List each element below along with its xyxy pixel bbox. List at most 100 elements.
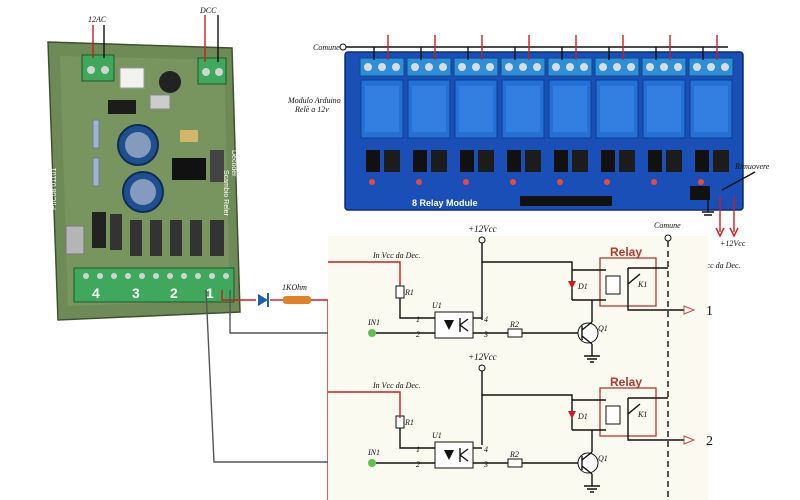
relay-optocoupler [572, 150, 588, 172]
terminal-screw [552, 63, 560, 71]
relay-optocoupler [478, 150, 494, 172]
ground-icon [584, 474, 600, 493]
r1-wire [399, 298, 435, 319]
terminal-number-4: 4 [92, 285, 100, 301]
board-side-note2: Scambio Reler [222, 170, 229, 217]
relay-led [510, 179, 516, 185]
relay-module-title: 8 Relay Module [412, 198, 478, 208]
relay-coil [605, 275, 621, 295]
label-dcc: DCC [199, 6, 217, 15]
terminal-screw [533, 63, 541, 71]
label-vcc-mid: +12Vcc [468, 352, 497, 362]
label-1kohm: 1KOhm [282, 283, 307, 292]
output-label: 2 [706, 434, 713, 449]
terminal-screw [411, 63, 419, 71]
relay-driver [413, 150, 427, 172]
terminal-screw [458, 63, 466, 71]
terminal-screw [425, 63, 433, 71]
terminal-screw [472, 63, 480, 71]
label-pin4: 4 [484, 315, 488, 324]
terminal-screw [646, 63, 654, 71]
ground-icon [584, 344, 600, 363]
relay-block-face [647, 86, 681, 132]
relay-optocoupler [525, 150, 541, 172]
label-d1: D1 [577, 282, 588, 291]
label-r1: R1 [404, 418, 414, 427]
resistor-r2 [507, 328, 523, 338]
label-pin3: 3 [483, 460, 488, 469]
label-pin3: 3 [483, 330, 488, 339]
relay-led [698, 179, 704, 185]
label-k1: K1 [637, 280, 647, 289]
relay-block-face [459, 86, 493, 132]
label-pin2: 2 [416, 460, 420, 469]
relay-block-face [506, 86, 540, 132]
relay-block-face [412, 86, 446, 132]
terminal-screw [627, 63, 635, 71]
board-side-code: PIIC08 01101 [51, 168, 58, 210]
relay-contact [627, 268, 641, 300]
relay-coil [605, 405, 621, 425]
transistor-q1-icon [581, 321, 593, 345]
label-in-vcc: In Vcc da Dec. [372, 251, 421, 260]
relay-contact [627, 398, 641, 430]
label-in1: IN1 [367, 448, 380, 457]
opto-led-icon [444, 450, 454, 460]
label-module-desc2: Relè a 12v [294, 105, 329, 114]
relay-driver [648, 150, 662, 172]
terminal-screw [660, 63, 668, 71]
relay-led [463, 179, 469, 185]
relay-led [416, 179, 422, 185]
relay-driver [366, 150, 380, 172]
terminal-screw [580, 63, 588, 71]
relay-led [604, 179, 610, 185]
label-module-desc1: Modulo Arduino [287, 96, 341, 105]
label-module-12vcc: +12Vcc [720, 239, 746, 248]
board-input-wires [92, 15, 219, 62]
relay-title: Relay [610, 375, 642, 389]
output-arrow-icon [683, 435, 696, 445]
label-rimuovere: Rimuovere [734, 162, 770, 171]
relay-block-face [600, 86, 634, 132]
relay-led [369, 179, 375, 185]
diode-d1 [568, 281, 576, 289]
terminal-screw [364, 63, 372, 71]
relay-optocoupler [619, 150, 635, 172]
terminal-screw [693, 63, 701, 71]
terminal-screw [674, 63, 682, 71]
label-q1: Q1 [598, 324, 608, 333]
terminal-screw [439, 63, 447, 71]
label-in-vcc: In Vcc da Dec. [372, 381, 421, 390]
optocoupler-u1 [434, 441, 474, 469]
label-pin1: 1 [416, 315, 420, 324]
relay-optocoupler [384, 150, 400, 172]
label-module-in-vcc: In Vcc da Dec. [692, 261, 741, 270]
terminal-screw [566, 63, 574, 71]
label-pin2: 2 [416, 330, 420, 339]
terminal-screw [378, 63, 386, 71]
terminal-screw [613, 63, 621, 71]
transistor-q1 [577, 452, 599, 474]
output-wire [627, 300, 684, 311]
resistor-1kohm [283, 296, 311, 304]
board-side-note1: Decoder [230, 150, 237, 177]
label-12ac: 12AC [88, 15, 107, 24]
terminal-screw [599, 63, 607, 71]
diode-symbol [258, 294, 268, 306]
decoder-board: 12AC DCC PIIC08 01101 Decoder Scambio Re… [47, 6, 241, 321]
relay-driver [695, 150, 709, 172]
optocoupler-u1 [434, 311, 474, 339]
label-vcc-top: +12Vcc [468, 224, 497, 234]
output-label: 1 [706, 304, 713, 319]
relay-module: 8 Relay Module [344, 51, 744, 211]
terminal-screw [519, 63, 527, 71]
label-in1: IN1 [367, 318, 380, 327]
label-comune: Comune [654, 221, 681, 230]
label-r2: R2 [509, 320, 519, 329]
opto-transistor-icon [459, 448, 469, 462]
relay-block-face [694, 86, 728, 132]
label-u1: U1 [432, 301, 442, 310]
